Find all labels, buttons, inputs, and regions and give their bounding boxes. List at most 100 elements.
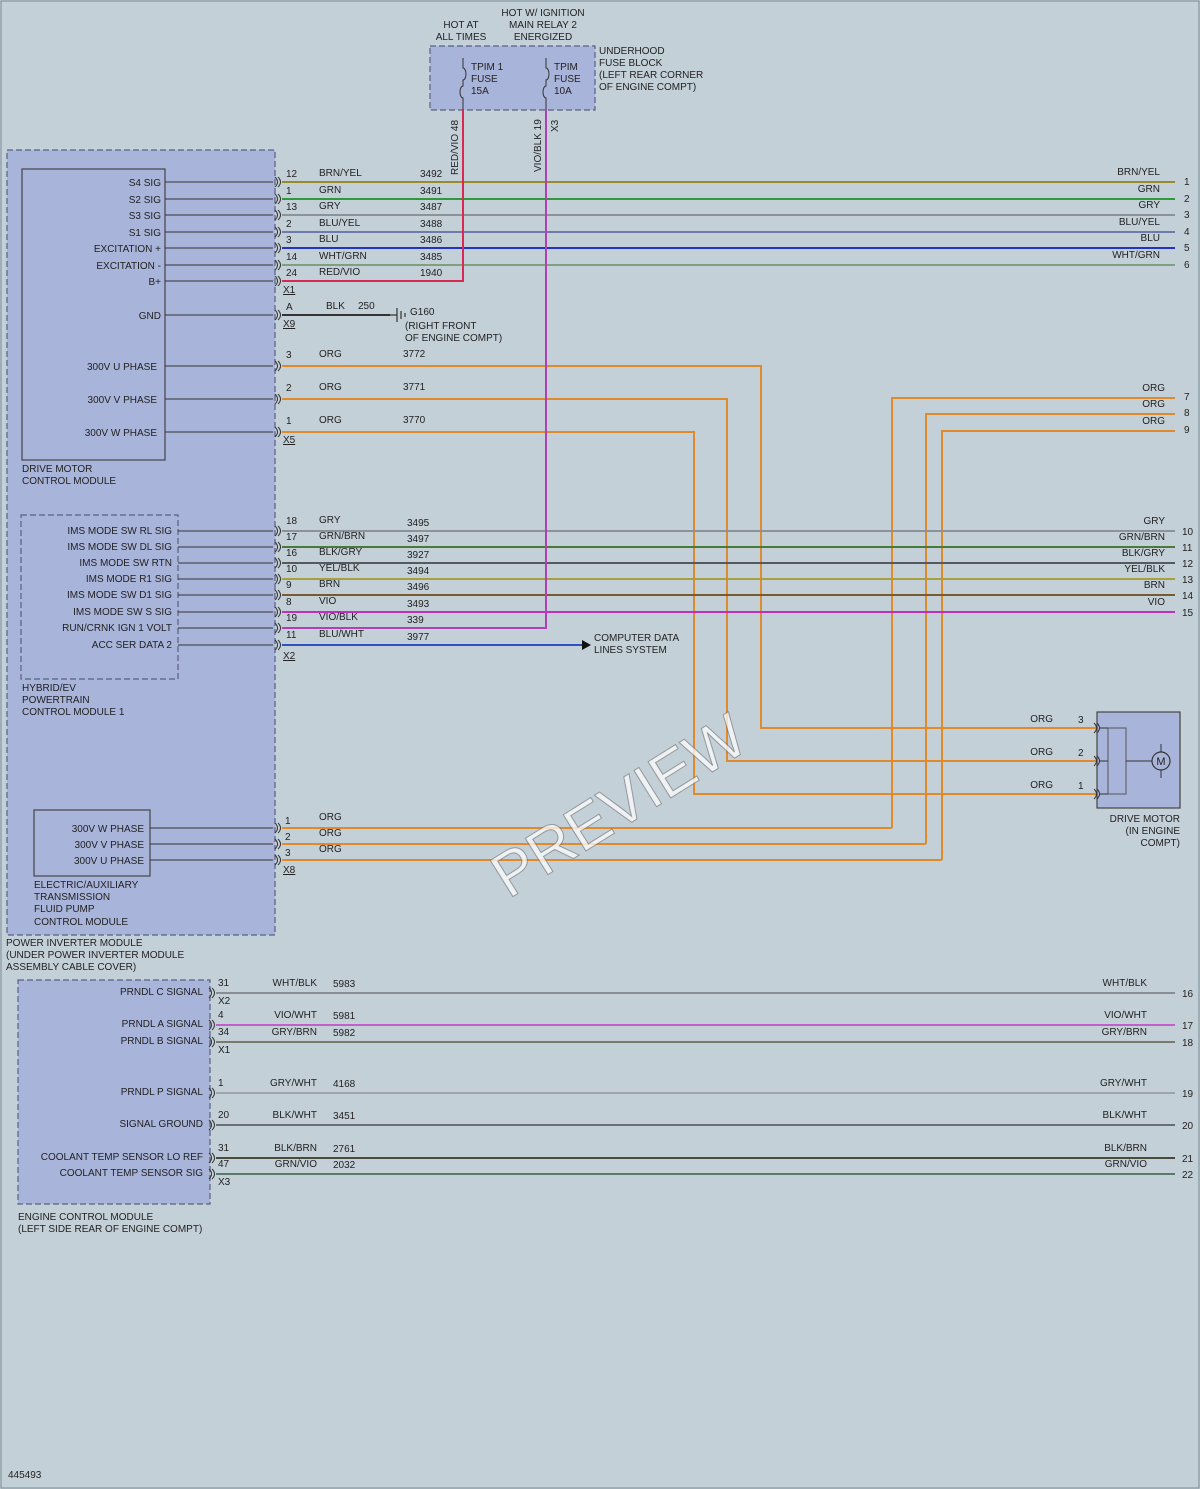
inverter-module-name: POWER INVERTER MODULE bbox=[6, 938, 143, 949]
pin-number: 24 bbox=[286, 268, 298, 279]
wire-color-label: BRN/YEL bbox=[319, 168, 362, 179]
connector-pin bbox=[208, 1019, 215, 1031]
connector-pin bbox=[208, 1152, 215, 1164]
circuit-number: 3487 bbox=[420, 202, 443, 213]
wire-end-label: BLU/YEL bbox=[1119, 217, 1161, 228]
motor-wire-label: ORG bbox=[1030, 780, 1053, 791]
reference-number: 15 bbox=[1182, 608, 1194, 619]
connector-pin bbox=[274, 589, 281, 601]
pin-number: 1 bbox=[286, 186, 292, 197]
drive-motor-name: COMPT) bbox=[1141, 838, 1180, 849]
connector-pin bbox=[274, 176, 281, 188]
dmcm-pin-label: S4 SIG bbox=[129, 178, 161, 189]
data-lines-label: LINES SYSTEM bbox=[594, 645, 667, 656]
connector-pin bbox=[208, 1087, 215, 1099]
connector-pin bbox=[274, 525, 281, 537]
drive-motor: M DRIVE MOTOR (IN ENGINE COMPT) bbox=[1096, 711, 1181, 849]
motor-pin-number: 2 bbox=[1078, 748, 1084, 759]
connector-pin bbox=[274, 193, 281, 205]
pin-number: 3 bbox=[286, 235, 292, 246]
fuse-1-label: 15A bbox=[471, 86, 489, 97]
connector-pin bbox=[208, 987, 215, 999]
dmcm-pin-label: S1 SIG bbox=[129, 228, 161, 239]
wire-end-label: BLU bbox=[1141, 233, 1160, 244]
drive-motor-module-name: CONTROL MODULE bbox=[22, 476, 116, 487]
connector-pin bbox=[208, 1036, 215, 1048]
wire-org-pump bbox=[925, 413, 1175, 844]
reference-number: 4 bbox=[1184, 227, 1190, 238]
wire-color-label: RED/VIO bbox=[319, 267, 360, 278]
wire-color-label: GRY/WHT bbox=[270, 1078, 317, 1089]
pin-number: 2 bbox=[286, 219, 292, 230]
dmcm-pin-label: S3 SIG bbox=[129, 211, 161, 222]
reference-number: 14 bbox=[1182, 591, 1194, 602]
dmcm-phase-label: 300V V PHASE bbox=[88, 395, 158, 406]
drive-motor-module-name: DRIVE MOTOR bbox=[22, 464, 92, 475]
hpcm-pin-label: RUN/CRNK IGN 1 VOLT bbox=[62, 623, 172, 634]
circuit-number: 3977 bbox=[407, 632, 430, 643]
connector-pin bbox=[274, 309, 281, 321]
fuse-2-label: TPIM bbox=[554, 62, 578, 73]
circuit-number: 5981 bbox=[333, 1011, 356, 1022]
inverter-module-name: (UNDER POWER INVERTER MODULE bbox=[6, 950, 184, 961]
reference-number: 10 bbox=[1182, 527, 1194, 538]
fluid-pump-control-module: ELECTRIC/AUXILIARY TRANSMISSION FLUID PU… bbox=[33, 809, 296, 928]
hpcm-pin-label: IMS MODE SW S SIG bbox=[73, 607, 172, 618]
circuit-number: 4168 bbox=[333, 1079, 356, 1090]
drive-motor-name: DRIVE MOTOR bbox=[1110, 814, 1180, 825]
pin-number: A bbox=[286, 302, 293, 313]
hot-at-all-times-label: ALL TIMES bbox=[436, 32, 487, 43]
reference-number: 2 bbox=[1184, 194, 1190, 205]
pin-number: 16 bbox=[286, 548, 298, 559]
hpcm-pin-label: IMS MODE SW RL SIG bbox=[67, 526, 172, 537]
wire-end-label: GRY/BRN bbox=[1102, 1027, 1147, 1038]
fuse-block: HOT AT ALL TIMES HOT W/ IGNITION MAIN RE… bbox=[429, 8, 703, 175]
ecm-pin-label: PRNDL P SIGNAL bbox=[121, 1087, 204, 1098]
wire-color-label: VIO/WHT bbox=[274, 1010, 317, 1021]
hpcm-name: HYBRID/EV bbox=[22, 683, 76, 694]
drive-motor-module-box bbox=[21, 168, 166, 461]
pin-number: 11 bbox=[286, 630, 297, 641]
wire-color-label: BLU/WHT bbox=[319, 629, 364, 640]
connector-x9: X9 bbox=[283, 319, 296, 330]
pin-number: 13 bbox=[286, 202, 298, 213]
pin-number: 1 bbox=[218, 1078, 224, 1089]
wire-end-label: GRN bbox=[1138, 184, 1160, 195]
reference-number: 16 bbox=[1182, 989, 1194, 1000]
pin-number: 1 bbox=[286, 416, 292, 427]
wire-vio-blk bbox=[282, 110, 547, 629]
reference-number: 6 bbox=[1184, 260, 1190, 271]
vio-blk-connector-label: X3 bbox=[550, 119, 561, 132]
wire-org-pump bbox=[941, 430, 1175, 860]
wire-color-label: ORG bbox=[319, 812, 342, 823]
wire-color-label: ORG bbox=[319, 349, 342, 360]
data-lines-label: COMPUTER DATA bbox=[594, 633, 680, 644]
fuse-block-box bbox=[429, 45, 596, 111]
pin-number: 12 bbox=[286, 169, 298, 180]
circuit-number: 3496 bbox=[407, 582, 430, 593]
connector-pin bbox=[274, 209, 281, 221]
circuit-number: 3491 bbox=[420, 186, 443, 197]
circuit-number: 339 bbox=[407, 615, 424, 626]
motor-pin-number: 3 bbox=[1078, 715, 1084, 726]
reference-number: 3 bbox=[1184, 210, 1190, 221]
connector-pin bbox=[274, 838, 281, 850]
motor-wire-label: ORG bbox=[1030, 714, 1053, 725]
fuse-2-label: 10A bbox=[554, 86, 572, 97]
ecm-pin-label: PRNDL A SIGNAL bbox=[122, 1019, 204, 1030]
circuit-number: 5982 bbox=[333, 1028, 356, 1039]
wire-color-label: VIO bbox=[319, 596, 336, 607]
hot-ignition-label: HOT W/ IGNITION bbox=[501, 8, 584, 19]
ecm-connector-label: X1 bbox=[218, 1045, 231, 1056]
reference-number: 9 bbox=[1184, 425, 1190, 436]
wire-end-label: WHT/GRN bbox=[1112, 250, 1160, 261]
wire-color-label: BLK/BRN bbox=[274, 1143, 317, 1154]
fuse-2-label: FUSE bbox=[554, 74, 581, 85]
wire-end-label: BLK/BRN bbox=[1104, 1143, 1147, 1154]
wire-end-label: ORG bbox=[1142, 383, 1165, 394]
wire-end-label: WHT/BLK bbox=[1103, 978, 1148, 989]
wire-end-label: YEL/BLK bbox=[1124, 564, 1165, 575]
reference-number: 5 bbox=[1184, 243, 1190, 254]
hpcm-pin-label: ACC SER DATA 2 bbox=[92, 640, 173, 651]
